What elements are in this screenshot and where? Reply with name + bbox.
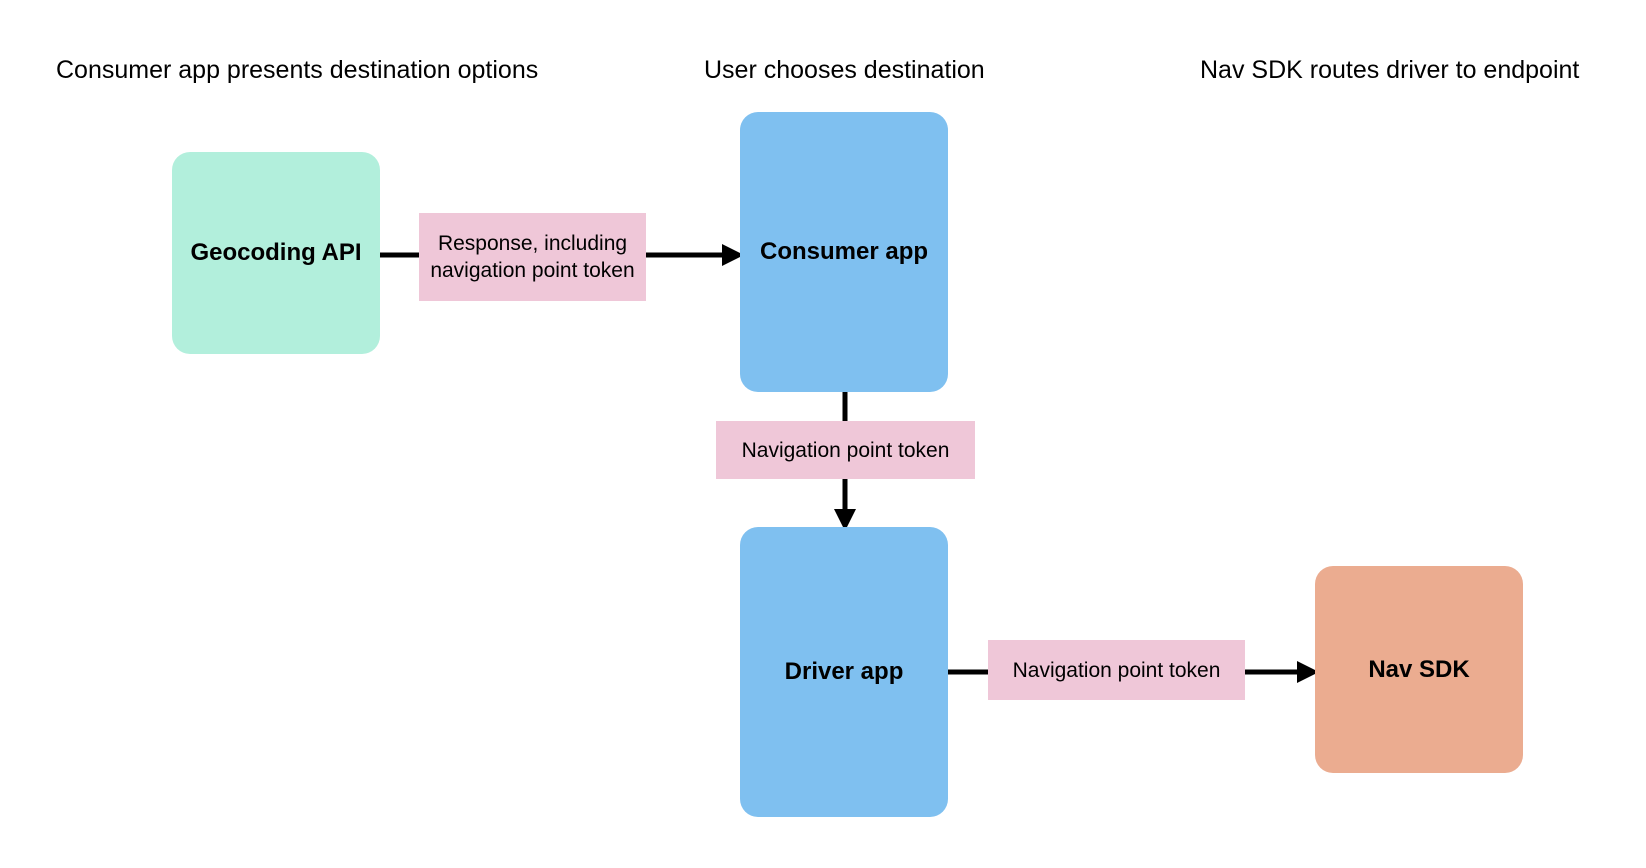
column-header-navsdk: Nav SDK routes driver to endpoint: [1200, 56, 1580, 84]
column-header-consumer: Consumer app presents destination option…: [56, 56, 539, 84]
node-nav-sdk-label: Nav SDK: [1368, 655, 1470, 683]
edge-label-navigation-point-token-middle: Navigation point token: [716, 421, 975, 479]
edge-label-navigation-point-token-middle-text: Navigation point token: [741, 438, 950, 462]
node-driver-app-label: Driver app: [784, 658, 904, 685]
edge-label-navigation-point-token-bottom: Navigation point token: [988, 640, 1245, 700]
edge-label-response-text: Response, including navigation point tok…: [430, 232, 635, 282]
node-geocoding-api[interactable]: Geocoding API: [172, 152, 380, 354]
column-header-user: User chooses destination: [704, 56, 985, 84]
edge-label-navigation-point-token-bottom-text: Navigation point token: [1012, 658, 1221, 682]
node-consumer-app[interactable]: Consumer app: [740, 112, 948, 392]
node-driver-app[interactable]: Driver app: [740, 527, 948, 817]
node-consumer-app-label: Consumer app: [759, 238, 929, 265]
edge-label-response-navigation-point-token: Response, including navigation point tok…: [419, 213, 646, 301]
node-nav-sdk[interactable]: Nav SDK: [1315, 566, 1523, 773]
node-geocoding-api-label: Geocoding API: [190, 239, 362, 266]
